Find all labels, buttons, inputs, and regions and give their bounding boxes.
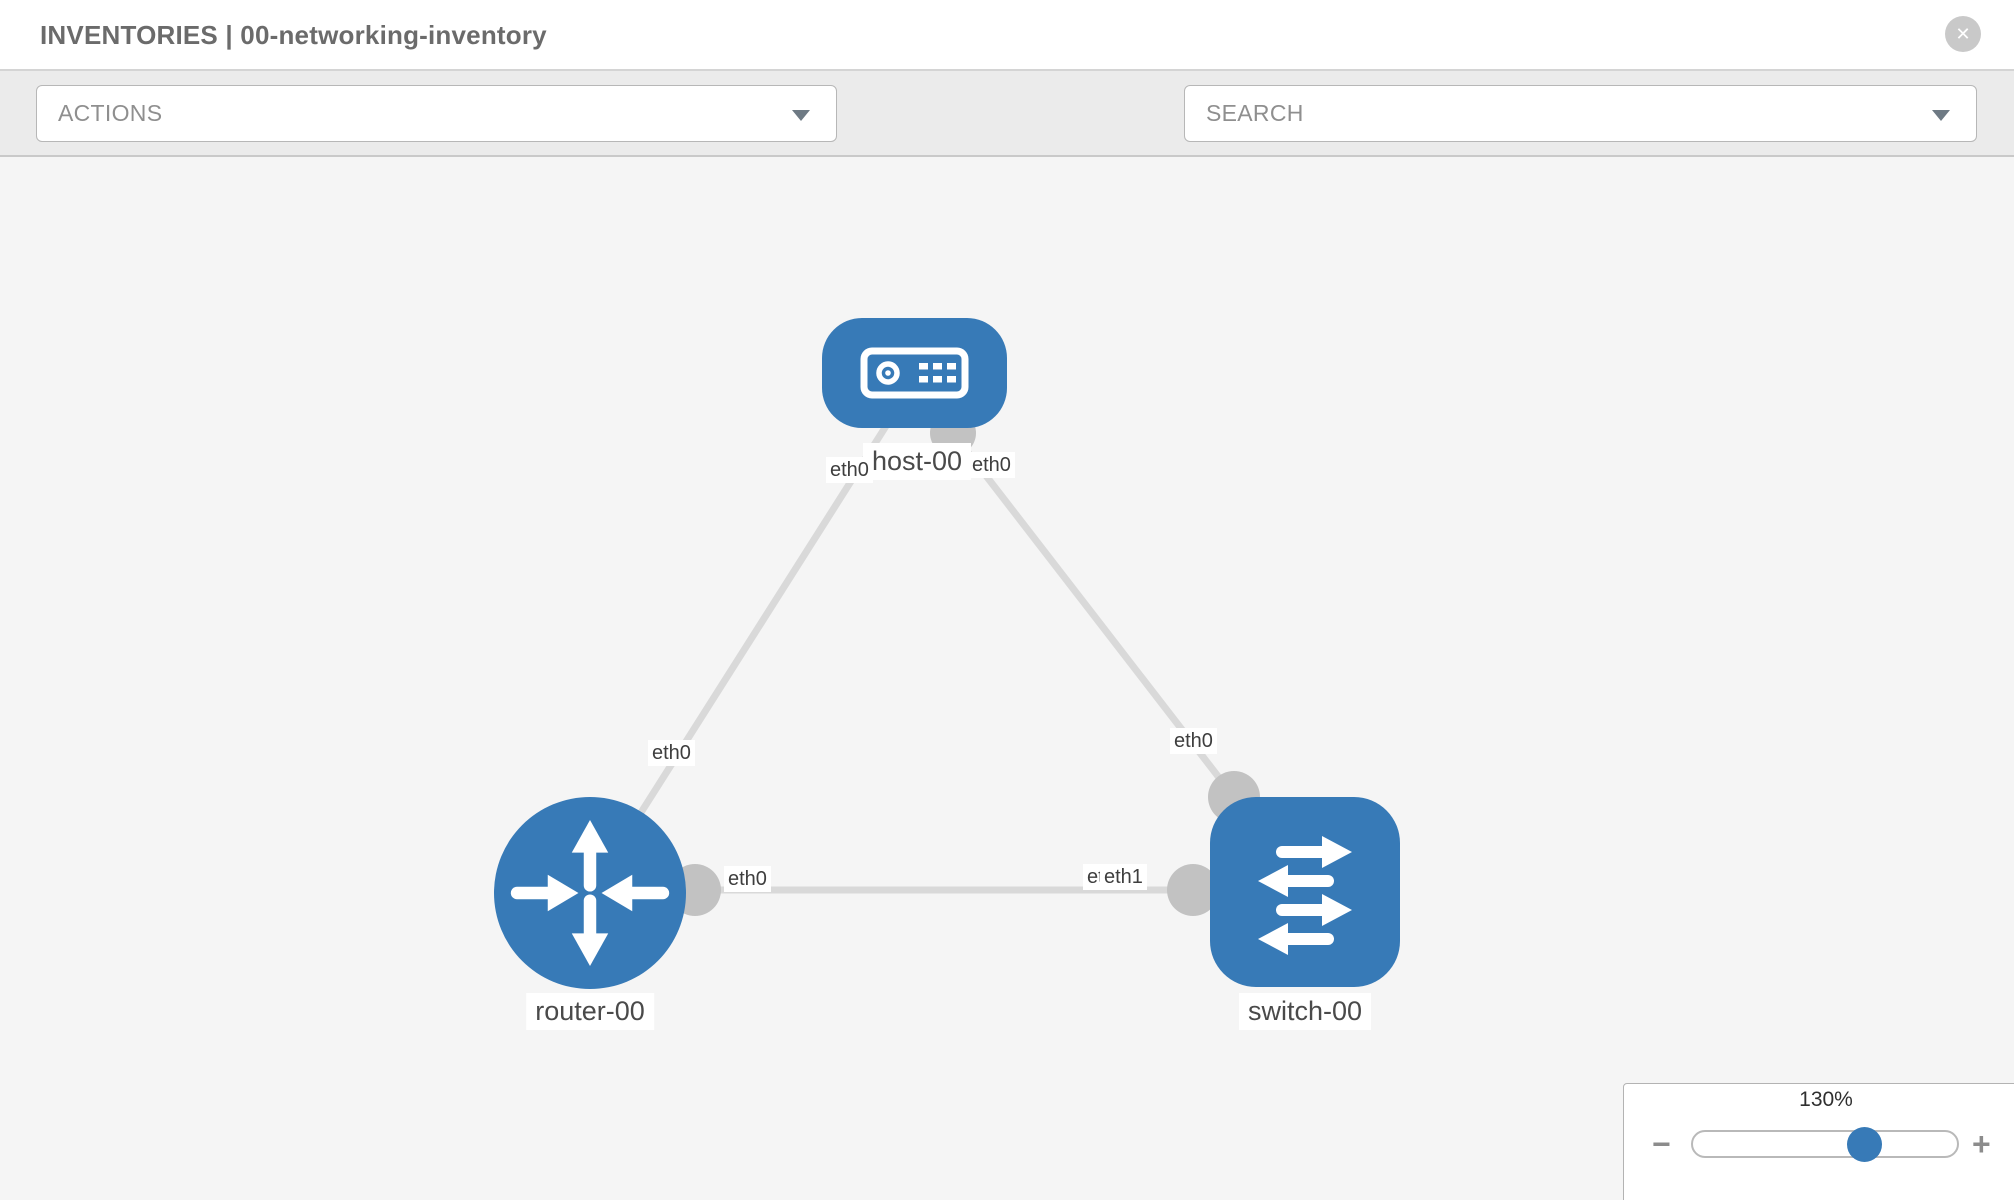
- page-title: INVENTORIES | 00-networking-inventory: [40, 20, 547, 50]
- iface-label-switch-horiz-over: eth1: [1100, 864, 1147, 890]
- switch-arrows-icon: [1258, 836, 1352, 955]
- router-arrows-icon: [510, 820, 670, 966]
- iface-label-host-right: eth0: [968, 452, 1015, 478]
- node-router-00[interactable]: [494, 797, 686, 989]
- node-host-00[interactable]: [822, 318, 1007, 428]
- switch-node-shape: [1210, 797, 1400, 987]
- iface-label-router-diag: eth0: [648, 740, 695, 766]
- iface-label-switch-diag: eth0: [1170, 728, 1217, 754]
- close-glyph: ✕: [1955, 24, 1971, 44]
- router-node-shape: [494, 797, 686, 989]
- zoom-slider-knob[interactable]: [1847, 1127, 1882, 1162]
- zoom-panel: 130% − +: [1623, 1083, 2014, 1200]
- server-icon: [860, 347, 969, 399]
- topology-canvas[interactable]: host-00 router-00 switch-00 eth0 eth0 et…: [0, 157, 2014, 1200]
- chevron-down-icon: [792, 110, 810, 121]
- host-node-shape: [822, 318, 1007, 428]
- actions-dropdown[interactable]: ACTIONS: [36, 85, 837, 142]
- node-label-router: router-00: [526, 993, 654, 1031]
- zoom-level-value: 130%: [1799, 1088, 1853, 1111]
- actions-dropdown-label: ACTIONS: [58, 100, 163, 126]
- node-label-switch: switch-00: [1238, 993, 1372, 1031]
- search-dropdown-label: SEARCH: [1206, 100, 1304, 126]
- link-endpoint-switch-left[interactable]: [1167, 864, 1219, 916]
- zoom-out-button[interactable]: −: [1652, 1126, 1671, 1162]
- iface-label-router-horiz: eth0: [724, 866, 771, 892]
- close-icon[interactable]: ✕: [1945, 16, 1981, 52]
- topology-links-layer: [585, 410, 1300, 916]
- chevron-down-icon: [1932, 110, 1950, 121]
- iface-label-host-left: eth0: [826, 457, 873, 483]
- toolbar: ACTIONS SEARCH: [0, 71, 2014, 203]
- zoom-in-button[interactable]: +: [1972, 1126, 1991, 1162]
- zoom-slider-track[interactable]: [1691, 1130, 1959, 1158]
- header: INVENTORIES | 00-networking-inventory ✕: [0, 0, 2014, 71]
- search-dropdown[interactable]: SEARCH: [1184, 85, 1977, 142]
- node-label-host: host-00: [862, 443, 972, 481]
- node-switch-00[interactable]: [1210, 797, 1400, 987]
